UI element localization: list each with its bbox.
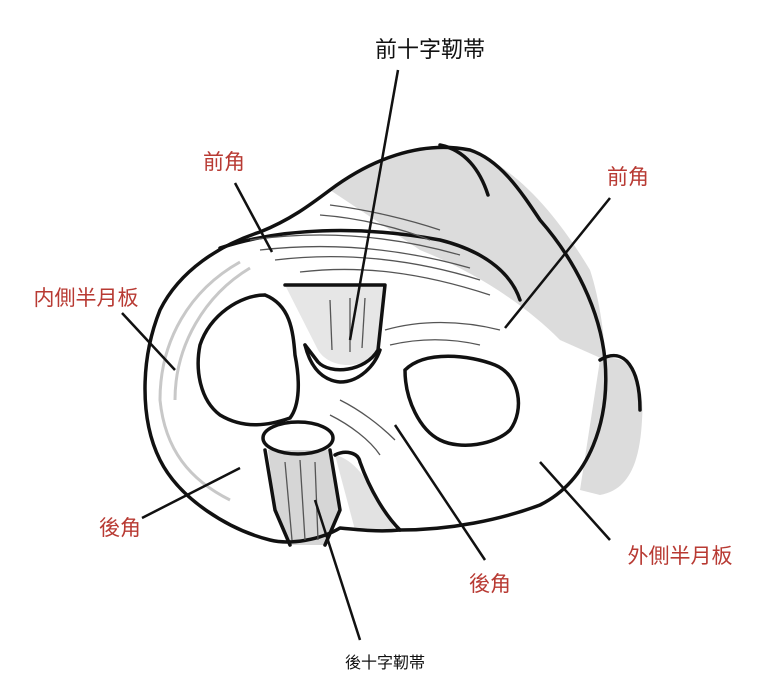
label-posterior-horn-lateral: 後角 (469, 572, 511, 596)
label-posterior-horn-medial: 後角 (99, 516, 141, 540)
meniscus-inner-rim (158, 260, 251, 502)
outlines (143, 143, 642, 547)
label-lateral-meniscus: 外側半月板 (627, 544, 733, 568)
label-acl: 前十字靭帯 (374, 38, 486, 63)
label-anterior-horn-lateral: 前角 (607, 165, 649, 189)
label-anterior-horn-medial: 前角 (203, 150, 245, 174)
leader-lines (121, 69, 611, 641)
shaded-regions (268, 147, 643, 545)
label-medial-meniscus: 内側半月板 (33, 286, 139, 310)
label-pcl: 後十字靭帯 (344, 653, 426, 672)
